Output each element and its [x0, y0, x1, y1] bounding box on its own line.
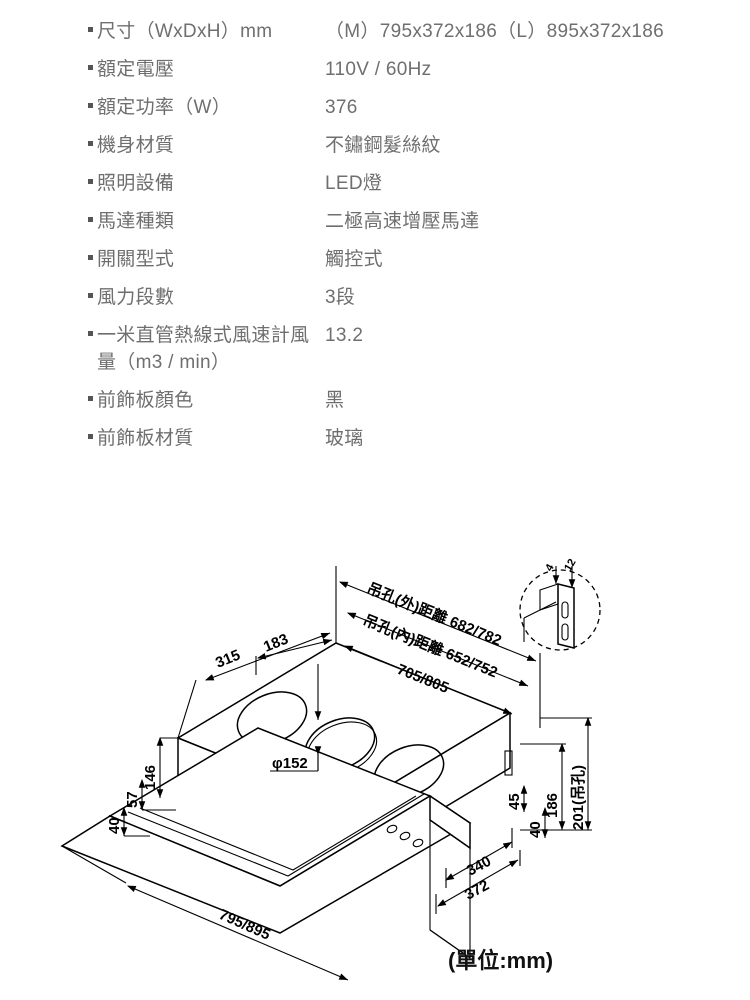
spec-row: 尺寸（WxDxH）mm （M）795x372x186（L）895x372x186 — [0, 18, 750, 45]
spec-value: 二極高速增壓馬達 — [325, 211, 480, 232]
detail-bracket-slot-1 — [561, 601, 569, 619]
dim-overall-line — [126, 885, 349, 981]
specification-list: 尺寸（WxDxH）mm （M）795x372x186（L）895x372x186… — [0, 0, 750, 463]
slide-panel-recess-2 — [139, 795, 417, 871]
spec-label: 開關型式 — [97, 249, 175, 270]
square-bullet-icon — [88, 208, 97, 222]
spec-label: 機身材質 — [97, 135, 175, 156]
spec-label: 前飾板顏色 — [97, 390, 194, 411]
spec-row: 開關型式 觸控式 — [0, 246, 750, 273]
spec-row: 馬達種類 二極高速增壓馬達 — [0, 208, 750, 235]
square-bullet-icon — [88, 132, 97, 146]
dim-183-line — [256, 638, 333, 660]
detail-leader-line — [523, 601, 557, 619]
spec-label: 額定功率（W） — [97, 97, 232, 118]
dim-duct-diameter: φ152 — [272, 755, 308, 772]
dim-top-width-line — [343, 645, 513, 715]
technical-drawing: 吊孔(外)距離 682/782 吊孔(內)距離 652/752 705/805 … — [0, 558, 750, 1000]
spec-value: LED燈 — [325, 173, 383, 194]
dim-detail-12: 12 — [562, 558, 579, 574]
detail-bracket-slot-2 — [561, 623, 569, 641]
spec-row: 額定功率（W） 376 — [0, 94, 750, 121]
square-bullet-icon — [88, 387, 97, 401]
spec-row: 前飾板顏色 黑 — [0, 387, 750, 414]
spec-label: 額定電壓 — [97, 59, 175, 80]
square-bullet-icon — [88, 322, 97, 336]
hanging-bracket — [504, 750, 513, 776]
dim-height-201: 201(吊孔) — [570, 765, 587, 830]
spec-row: 一米直管熱線式風速計風量（m3 / min） 13.2 — [0, 322, 750, 376]
dim-315-ext — [177, 679, 197, 739]
spec-row: 前飾板材質 玻璃 — [0, 425, 750, 452]
spec-value: 黑 — [325, 390, 345, 411]
square-bullet-icon — [88, 18, 97, 32]
spec-value: 13.2 — [325, 325, 364, 346]
square-bullet-icon — [88, 246, 97, 260]
dim-overall-ext-left — [61, 845, 127, 884]
dim-height-146: 146 — [142, 765, 159, 790]
detail-bracket-flange — [539, 583, 559, 611]
dim-depth-372: 372 — [462, 877, 492, 904]
base-reference-edge — [429, 929, 471, 959]
square-bullet-icon — [88, 170, 97, 184]
spec-label: 一米直管熱線式風速計風量（m3 / min） — [97, 325, 310, 373]
spec-value: 不鏽鋼髮絲紋 — [325, 135, 441, 156]
spec-value: 3段 — [325, 287, 356, 308]
control-button-2 — [399, 831, 411, 841]
detail-callout-circle — [519, 569, 601, 651]
spec-label: 前飾板材質 — [97, 428, 194, 449]
dim-height-40-left: 40 — [106, 817, 123, 834]
square-bullet-icon — [88, 56, 97, 70]
square-bullet-icon — [88, 284, 97, 298]
dim-height-45: 45 — [506, 793, 523, 810]
spec-row: 機身材質 不鏽鋼髮絲紋 — [0, 132, 750, 159]
detail-bracket-plate — [557, 583, 575, 649]
unit-note: (單位:mm) — [448, 948, 553, 973]
spec-label: 尺寸（WxDxH）mm — [97, 21, 273, 42]
dim-height-186: 186 — [544, 793, 561, 818]
dim-height-40-right: 40 — [527, 821, 544, 838]
spec-row: 風力段數 3段 — [0, 284, 750, 311]
spec-label: 風力段數 — [97, 287, 175, 308]
spec-value: 110V / 60Hz — [325, 59, 432, 80]
spec-row: 額定電壓 110V / 60Hz — [0, 56, 750, 83]
dim-depth-183: 183 — [261, 631, 291, 656]
dim-372-line — [437, 859, 519, 907]
spec-value: （M）795x372x186（L）895x372x186 — [325, 21, 664, 42]
spec-label: 照明設備 — [97, 173, 175, 194]
square-bullet-icon — [88, 94, 97, 108]
spec-value: 376 — [325, 97, 358, 118]
spec-label: 馬達種類 — [97, 211, 175, 232]
dim-height-57: 57 — [124, 791, 141, 808]
dim-detail-4: 4 — [543, 561, 557, 573]
dim-depth-340: 340 — [464, 853, 494, 880]
control-button-1 — [386, 824, 398, 834]
square-bullet-icon — [88, 425, 97, 439]
spec-row: 照明設備 LED燈 — [0, 170, 750, 197]
slide-panel-recess-1 — [127, 793, 425, 877]
control-button-3 — [412, 838, 424, 848]
spec-value: 玻璃 — [325, 428, 364, 449]
spec-value: 觸控式 — [325, 249, 383, 270]
